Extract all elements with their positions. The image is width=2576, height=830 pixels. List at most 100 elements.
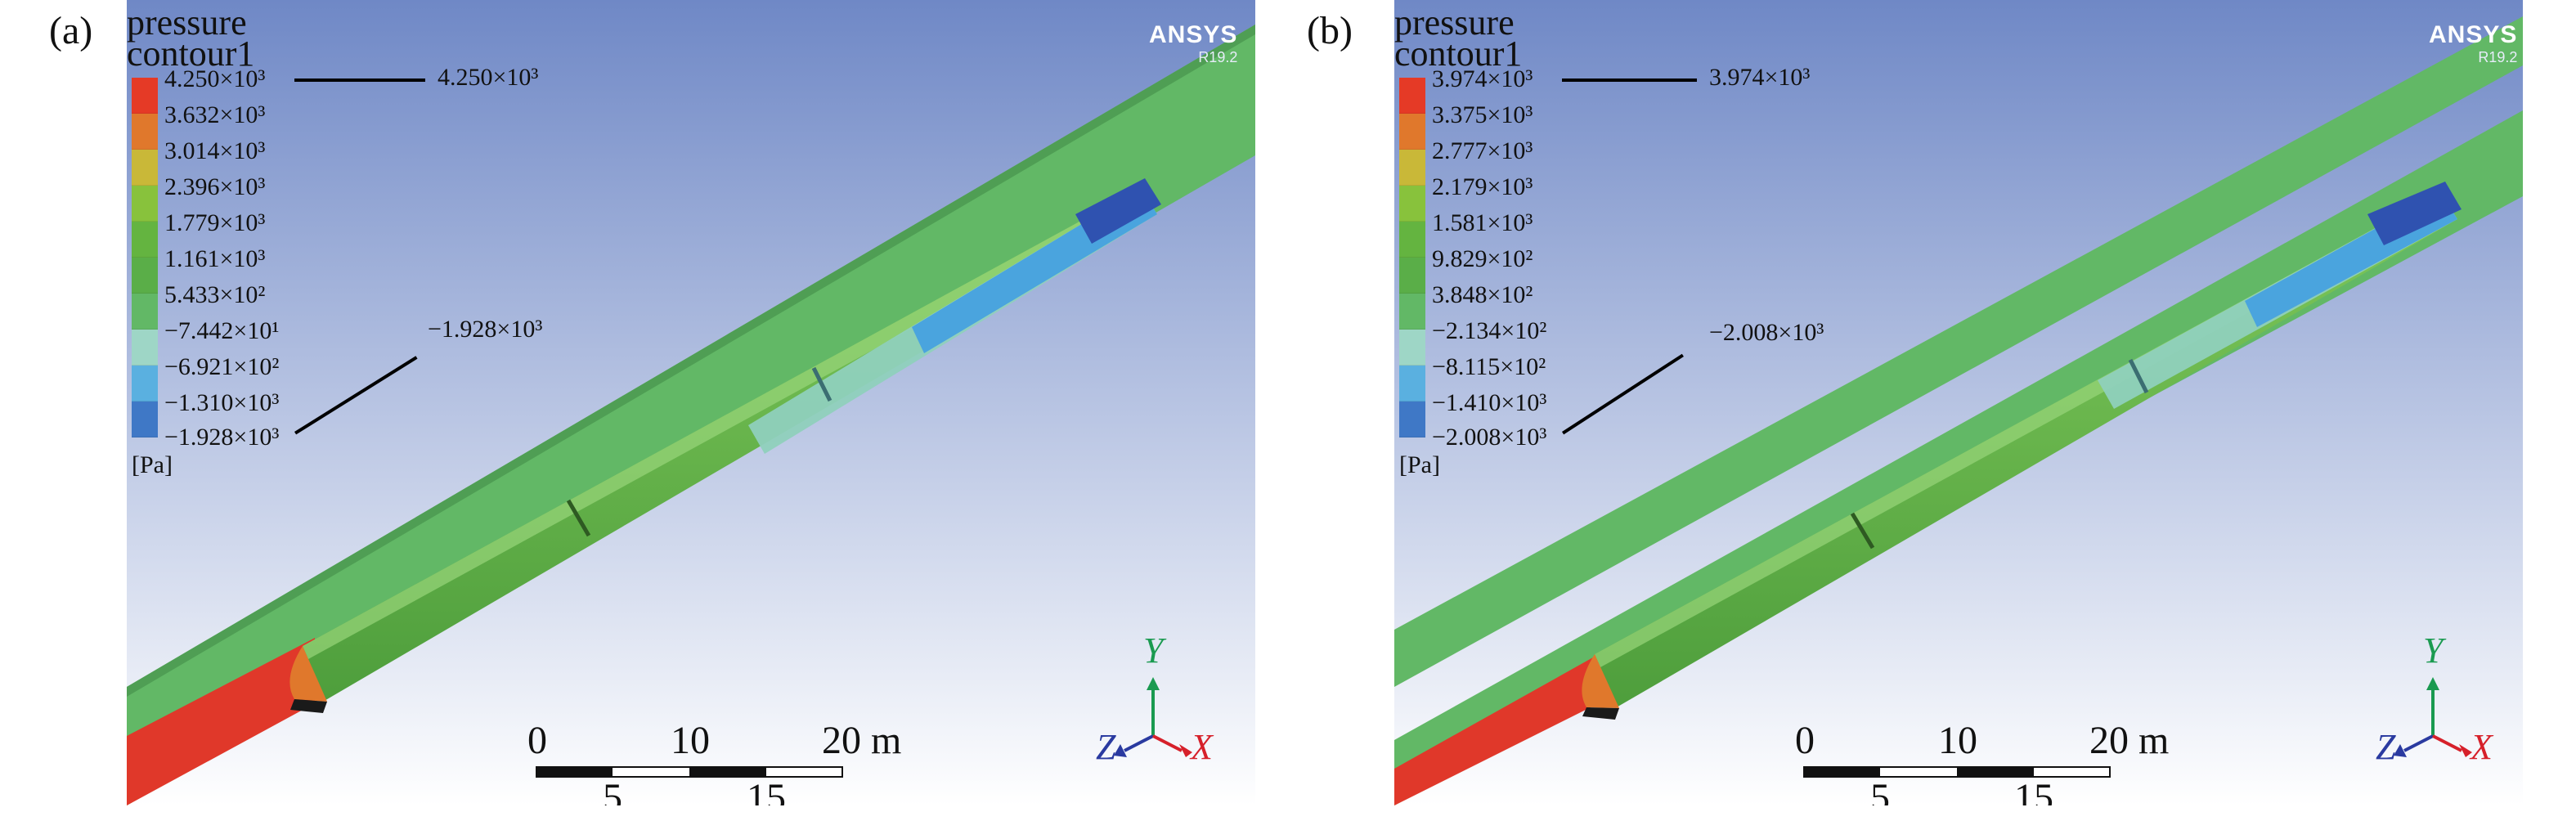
panel-a-axis-x-label: X (1191, 727, 1213, 767)
panel-a-train-roof (303, 188, 1147, 659)
panel-b: pressure contour1 3.974×10³ 3.375×10³ 2.… (1394, 0, 2523, 805)
panel-b-legend-swatch (1399, 258, 1425, 294)
panel-b-tail-low-zone (2367, 182, 2462, 245)
panel-a-joint-1 (566, 499, 591, 537)
panel-b-legend-tick: −2.008×10³ (1432, 424, 1547, 451)
panel-b-max-callout: 3.974×10³ (1709, 64, 1811, 91)
panel-b-legend-tick: 3.974×10³ (1432, 65, 1533, 92)
panel-a-scale-20: 20 m (822, 719, 902, 762)
panel-a-logo-version: R19.2 (1198, 49, 1238, 65)
panel-b-legend-swatch (1399, 330, 1425, 366)
panel-a-tunnel-edge (127, 25, 1255, 697)
panel-b-legend-swatch (1399, 114, 1425, 150)
panel-b-legend-tick: 3.848×10² (1432, 281, 1533, 308)
panel-b-legend-tick: −1.410×10³ (1432, 389, 1547, 416)
panel-b-legend-title-2: contour1 (1394, 34, 1523, 74)
panel-a-legend-title-2: contour1 (127, 34, 255, 74)
panel-a-max-callout: 4.250×10³ (438, 64, 539, 91)
panel-b-logo-version: R19.2 (2478, 49, 2518, 65)
panel-b-legend-tick: 2.777×10³ (1432, 137, 1533, 164)
panel-a-axis-z-label: Z (1096, 727, 1116, 767)
panel-a-nose-shadow (290, 699, 327, 713)
panel-a-legend-swatch (132, 402, 158, 437)
panel-a-legend-tick: −1.310×10³ (164, 389, 280, 416)
panel-b-train-nose (1582, 654, 1619, 708)
panel-a: pressure contour1 4.250×10³ 3.632×10³ 3.… (127, 0, 1255, 805)
panel-b-max-callout-line (1562, 79, 1697, 82)
panel-a-max-callout-line (294, 79, 425, 82)
panel-a-legend-swatch (132, 150, 158, 186)
panel-a-scale-10: 10 (671, 719, 710, 762)
panel-a-high-pressure-zone (127, 638, 315, 805)
panel-b-ansys-logo: ANSYS R19.2 (2429, 21, 2517, 66)
panel-b-high-pressure-zone (1394, 654, 1599, 805)
panel-a-legend-colorbar (132, 78, 158, 437)
panel-b-legend-tick: −2.134×10² (1432, 317, 1547, 344)
panel-b-joint-2 (2128, 358, 2149, 394)
panel-b-scale-0: 0 (1795, 719, 1815, 762)
panel-a-axes-triad: Y Z X (1096, 630, 1218, 769)
panel-b-scale-15: 15 (2014, 776, 2053, 805)
panel-b-scale-5: 5 (1870, 776, 1890, 805)
panel-a-legend-tick: 2.396×10³ (164, 173, 266, 200)
panel-a-legend-tick: −6.921×10² (164, 353, 280, 380)
panel-a-scale-bar-graphic (536, 766, 843, 778)
panel-a-train-nose (289, 646, 327, 702)
panel-b-scene (1394, 0, 2523, 805)
panel-a-scale-15: 15 (747, 776, 786, 805)
panel-b-legend-swatch (1399, 78, 1425, 114)
panel-a-label: (a) (49, 9, 93, 52)
panel-b-legend-tick: 2.179×10³ (1432, 173, 1533, 200)
panel-b-joint-1 (1850, 512, 1875, 550)
panel-a-legend-swatch (132, 114, 158, 150)
panel-a-min-callout: −1.928×10³ (428, 316, 543, 343)
panel-a-legend-tick: 3.632×10³ (164, 101, 266, 128)
panel-b-legend-swatch (1399, 150, 1425, 186)
panel-a-scene (127, 0, 1255, 805)
panel-a-legend-swatch (132, 78, 158, 114)
panel-a-tail-low-zone (1075, 178, 1161, 244)
panel-a-legend-swatch (132, 294, 158, 330)
panel-b-legend-swatch (1399, 402, 1425, 437)
panel-a-legend-tick: 5.433×10² (164, 281, 266, 308)
panel-a-legend-swatch (132, 186, 158, 222)
panel-a-legend-tick: 1.779×10³ (164, 209, 266, 236)
panel-b-legend-tick: −8.115×10² (1432, 353, 1546, 380)
panel-a-scale-0: 0 (527, 719, 547, 762)
panel-a-axis-y-label: Y (1143, 630, 1164, 671)
panel-a-legend-swatch (132, 222, 158, 258)
panel-a-legend-swatch (132, 366, 158, 402)
panel-a-joint-2 (811, 366, 832, 402)
panel-b-legend-swatch (1399, 186, 1425, 222)
panel-a-ansys-logo: ANSYS R19.2 (1149, 21, 1237, 66)
panel-b-legend-colorbar (1399, 78, 1425, 437)
panel-b-axis-z-label: Z (2376, 727, 2396, 767)
panel-b-scale-bar-graphic (1803, 766, 2111, 778)
panel-a-legend-tick: −7.442×10¹ (164, 317, 280, 344)
panel-a-legend-tick: 3.014×10³ (164, 137, 266, 164)
panel-b-legend-swatch (1399, 366, 1425, 402)
panel-b-axes-triad: Y Z X (2376, 630, 2498, 769)
panel-a-legend-unit: [Pa] (132, 451, 173, 478)
panel-b-label: (b) (1307, 9, 1353, 52)
panel-b-axis-y-label: Y (2423, 630, 2444, 671)
panel-b-min-callout: −2.008×10³ (1709, 319, 1824, 346)
panel-b-nose-shadow (1582, 707, 1619, 720)
panel-b-tunnel-wall (1394, 16, 2523, 687)
panel-b-axis-x-label: X (2471, 727, 2493, 767)
panel-b-logo-name: ANSYS (2429, 21, 2518, 48)
panel-b-legend-swatch (1399, 294, 1425, 330)
panel-a-legend-tick: 1.161×10³ (164, 245, 266, 272)
panel-b-scale-20: 20 m (2089, 719, 2170, 762)
panel-b-legend-unit: [Pa] (1399, 451, 1440, 478)
panel-a-legend-title-1: pressure (127, 2, 247, 43)
panel-a-legend-tick: 4.250×10³ (164, 65, 266, 92)
panel-a-legend-tick: −1.928×10³ (164, 424, 280, 451)
panel-a-legend-swatch (132, 258, 158, 294)
panel-a-logo-name: ANSYS (1149, 21, 1238, 48)
panel-b-legend-tick: 1.581×10³ (1432, 209, 1533, 236)
panel-b-legend-title-1: pressure (1394, 2, 1515, 43)
panel-b-legend-tick: 9.829×10² (1432, 245, 1533, 272)
panel-b-legend-swatch (1399, 222, 1425, 258)
